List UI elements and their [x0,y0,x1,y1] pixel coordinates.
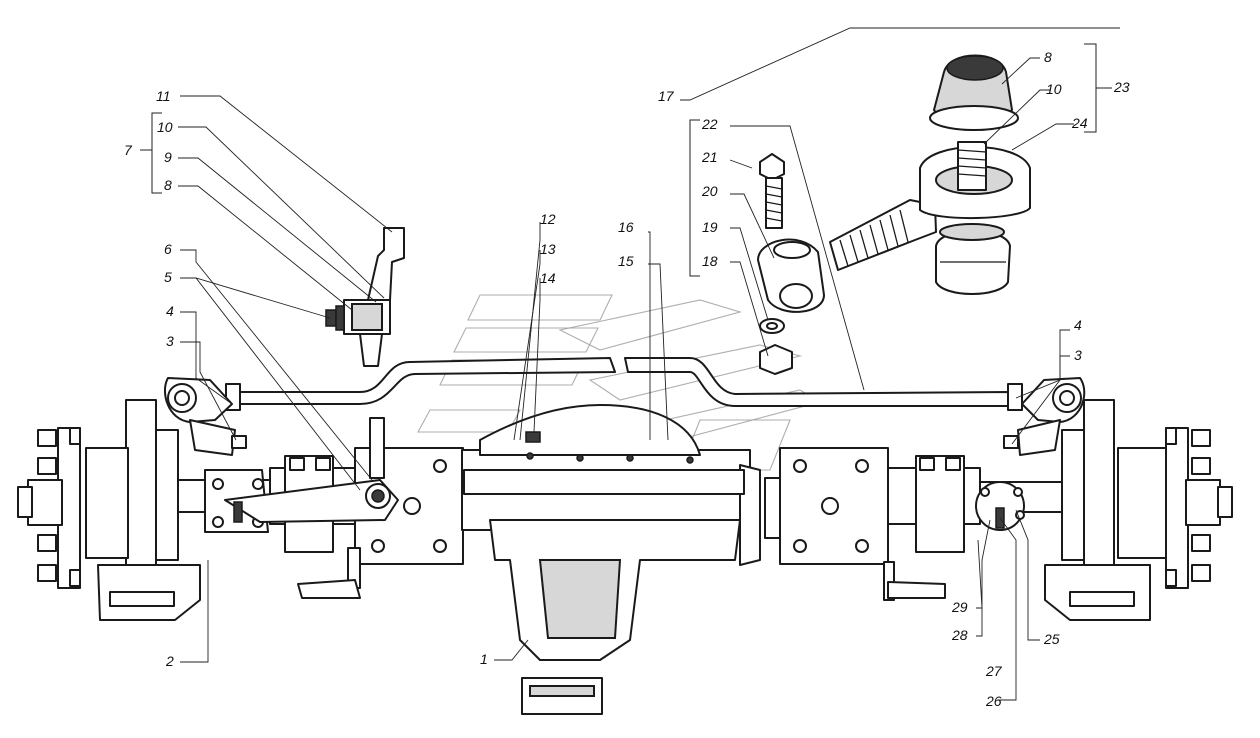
callout-29: 29 [951,599,968,615]
tie-rod [225,357,1023,411]
differential-housing [461,404,761,715]
callout-16: 16 [618,219,634,235]
left-wheel-hub [17,399,201,621]
callout-10-right: 10 [1046,81,1062,97]
callout-6: 6 [164,241,172,257]
lever-assembly-parts [325,227,405,367]
callout-1: 1 [480,651,488,667]
callout-22: 22 [701,116,718,132]
callout-8-left: 8 [164,177,172,193]
callout-23: 23 [1113,79,1130,95]
callout-3-right: 3 [1074,347,1082,363]
callout-7: 7 [124,142,133,158]
callout-5: 5 [164,269,172,285]
callout-27: 27 [985,663,1003,679]
callout-18: 18 [702,253,718,269]
callout-9: 9 [164,149,172,165]
callout-4-left: 4 [166,303,174,319]
callout-13: 13 [540,241,556,257]
callout-28: 28 [951,627,968,643]
callout-3-left: 3 [166,333,174,349]
callout-19: 19 [702,219,718,235]
callout-24: 24 [1071,115,1088,131]
callout-17: 17 [658,88,675,104]
leader-lines [140,27,1120,701]
callout-11: 11 [156,88,171,104]
callout-21: 21 [701,149,718,165]
right-wheel-hub [1044,399,1233,621]
left-knuckle-arm [164,377,247,456]
right-axle-housing [764,447,1063,601]
callout-labels: 11 10 7 9 8 6 5 4 3 2 1 12 13 14 16 15 1… [124,49,1130,709]
callout-12: 12 [540,211,556,227]
callout-15: 15 [618,253,634,269]
callout-25: 25 [1043,631,1060,647]
callout-10-left: 10 [157,119,173,135]
callout-8-right: 8 [1044,49,1052,65]
steering-arm [204,417,399,533]
callout-20: 20 [701,183,718,199]
callout-26: 26 [985,693,1002,709]
callout-4-right: 4 [1074,317,1082,333]
callout-2: 2 [165,653,174,669]
callout-14: 14 [540,270,556,286]
tie-rod-end-parts [757,54,1031,375]
